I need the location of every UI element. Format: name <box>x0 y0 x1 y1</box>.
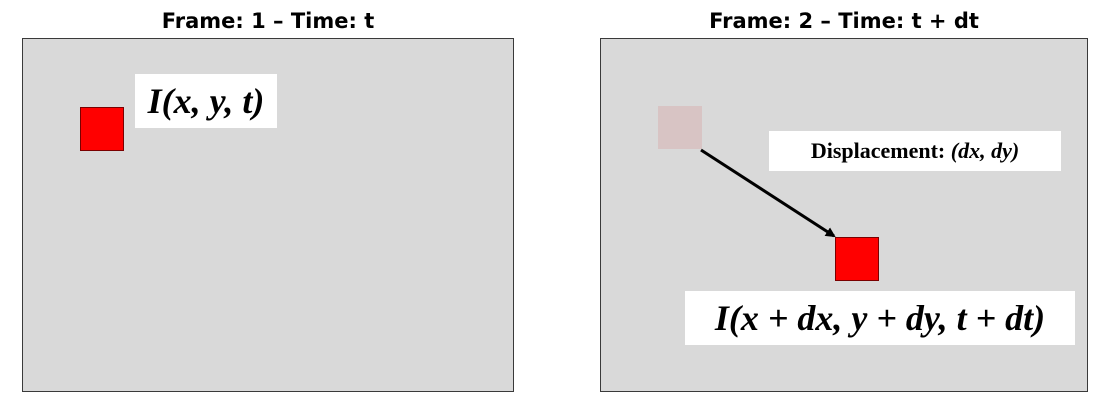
previous-position-square <box>658 106 702 149</box>
frame-1-panel: I(x, y, t) <box>22 38 514 392</box>
frame-1-title: Frame: 1 – Time: t <box>161 9 375 33</box>
displacement-label-box: Displacement: (dx, dy) <box>769 131 1061 171</box>
intensity-expression-frame-2: I(x + dx, y + dy, t + dt) <box>685 291 1075 345</box>
object-square <box>80 107 124 151</box>
displacement-label: Displacement: <box>810 138 946 163</box>
displacement-arrow <box>700 148 836 238</box>
frame-2-panel: Displacement: (dx, dy) I(x + dx, y + dy,… <box>600 38 1088 392</box>
intensity-expression-frame-1: I(x, y, t) <box>135 74 277 128</box>
displacement-value: (dx, dy) <box>950 138 1020 163</box>
object-square-moved <box>835 237 879 281</box>
frame-2-title: Frame: 2 – Time: t + dt <box>709 9 979 33</box>
